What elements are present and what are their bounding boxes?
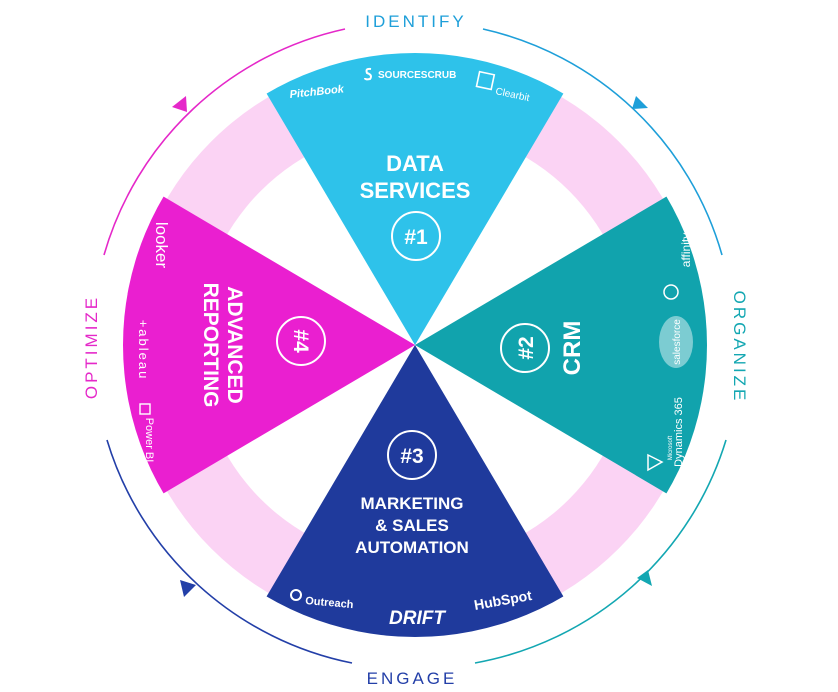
outreach-icon (290, 589, 302, 601)
outreach-logo: Outreach (305, 595, 354, 611)
dynamics-icon (647, 453, 664, 472)
optimize-identify-arc (103, 28, 346, 256)
dynamics-logo: Dynamics 365 (673, 397, 685, 467)
cycle-arcs (103, 28, 727, 664)
affinity-logo: affinity (679, 233, 693, 267)
crm-number-badge (500, 323, 550, 373)
tableau-logo: +ableau (136, 320, 151, 381)
identify-organize-arc (482, 28, 723, 256)
data-services-section: DATA SERVICES #1 PitchBook SOURCESCRUB C… (289, 67, 531, 261)
marketing-number-badge (387, 430, 437, 480)
data-services-title-line2: SERVICES (360, 178, 471, 203)
data-services-number: #1 (404, 226, 428, 249)
salesforce-logo: salesforce (672, 319, 683, 365)
clearbit-icon (475, 70, 496, 91)
data-services-title-line1: DATA (386, 151, 444, 176)
data-services-number-badge (391, 211, 441, 261)
reporting-number-badge (276, 316, 326, 366)
arrow-right-top-icon (632, 96, 648, 109)
arrow-left-top-icon (172, 96, 187, 112)
microsoft-logo: Microsoft (668, 436, 674, 461)
affinity-icon (663, 284, 679, 300)
powerbi-icon (139, 403, 151, 415)
pitchbook-logo: PitchBook (289, 83, 345, 101)
reporting-section: ADVANCED REPORTING #4 looker +ableau Pow… (136, 222, 326, 463)
crm-wedge (415, 165, 707, 525)
reporting-number: #4 (289, 329, 312, 353)
engage-optimize-arc (106, 439, 353, 664)
cycle-label-optimize: OPTIMIZE (82, 295, 101, 399)
reporting-title-line1: ADVANCED (223, 286, 246, 403)
data-services-wedge (235, 53, 595, 345)
marketing-number: #3 (400, 445, 423, 468)
cycle-label-engage: ENGAGE (367, 669, 458, 688)
organize-engage-arc (474, 439, 727, 664)
looker-logo: looker (152, 222, 171, 269)
reporting-wedge (123, 165, 415, 525)
marketing-title-line2: & SALES (375, 516, 449, 535)
reporting-title-line2: REPORTING (199, 283, 222, 408)
salesforce-cloud-icon (659, 316, 693, 368)
cycle-label-identify: IDENTIFY (365, 12, 466, 31)
arrow-left-bottom-icon (180, 580, 196, 597)
sourcescrub-icon (364, 67, 372, 81)
crm-section: #2 CRM affinity salesforce Microsoft Dyn… (500, 233, 693, 472)
crm-title: CRM (559, 321, 586, 376)
marketing-title-line1: MARKETING (361, 494, 464, 513)
crm-number: #2 (515, 336, 538, 359)
sourcescrub-logo: SOURCESCRUB (378, 70, 456, 81)
marketing-title-line3: AUTOMATION (355, 538, 469, 557)
powerbi-logo: Power BI (143, 418, 155, 463)
cycle-label-organize: ORGANIZE (730, 291, 749, 404)
arrow-right-bottom-icon (637, 570, 652, 586)
marketing-wedge (235, 345, 595, 637)
drift-logo: DRIFT (389, 608, 446, 629)
